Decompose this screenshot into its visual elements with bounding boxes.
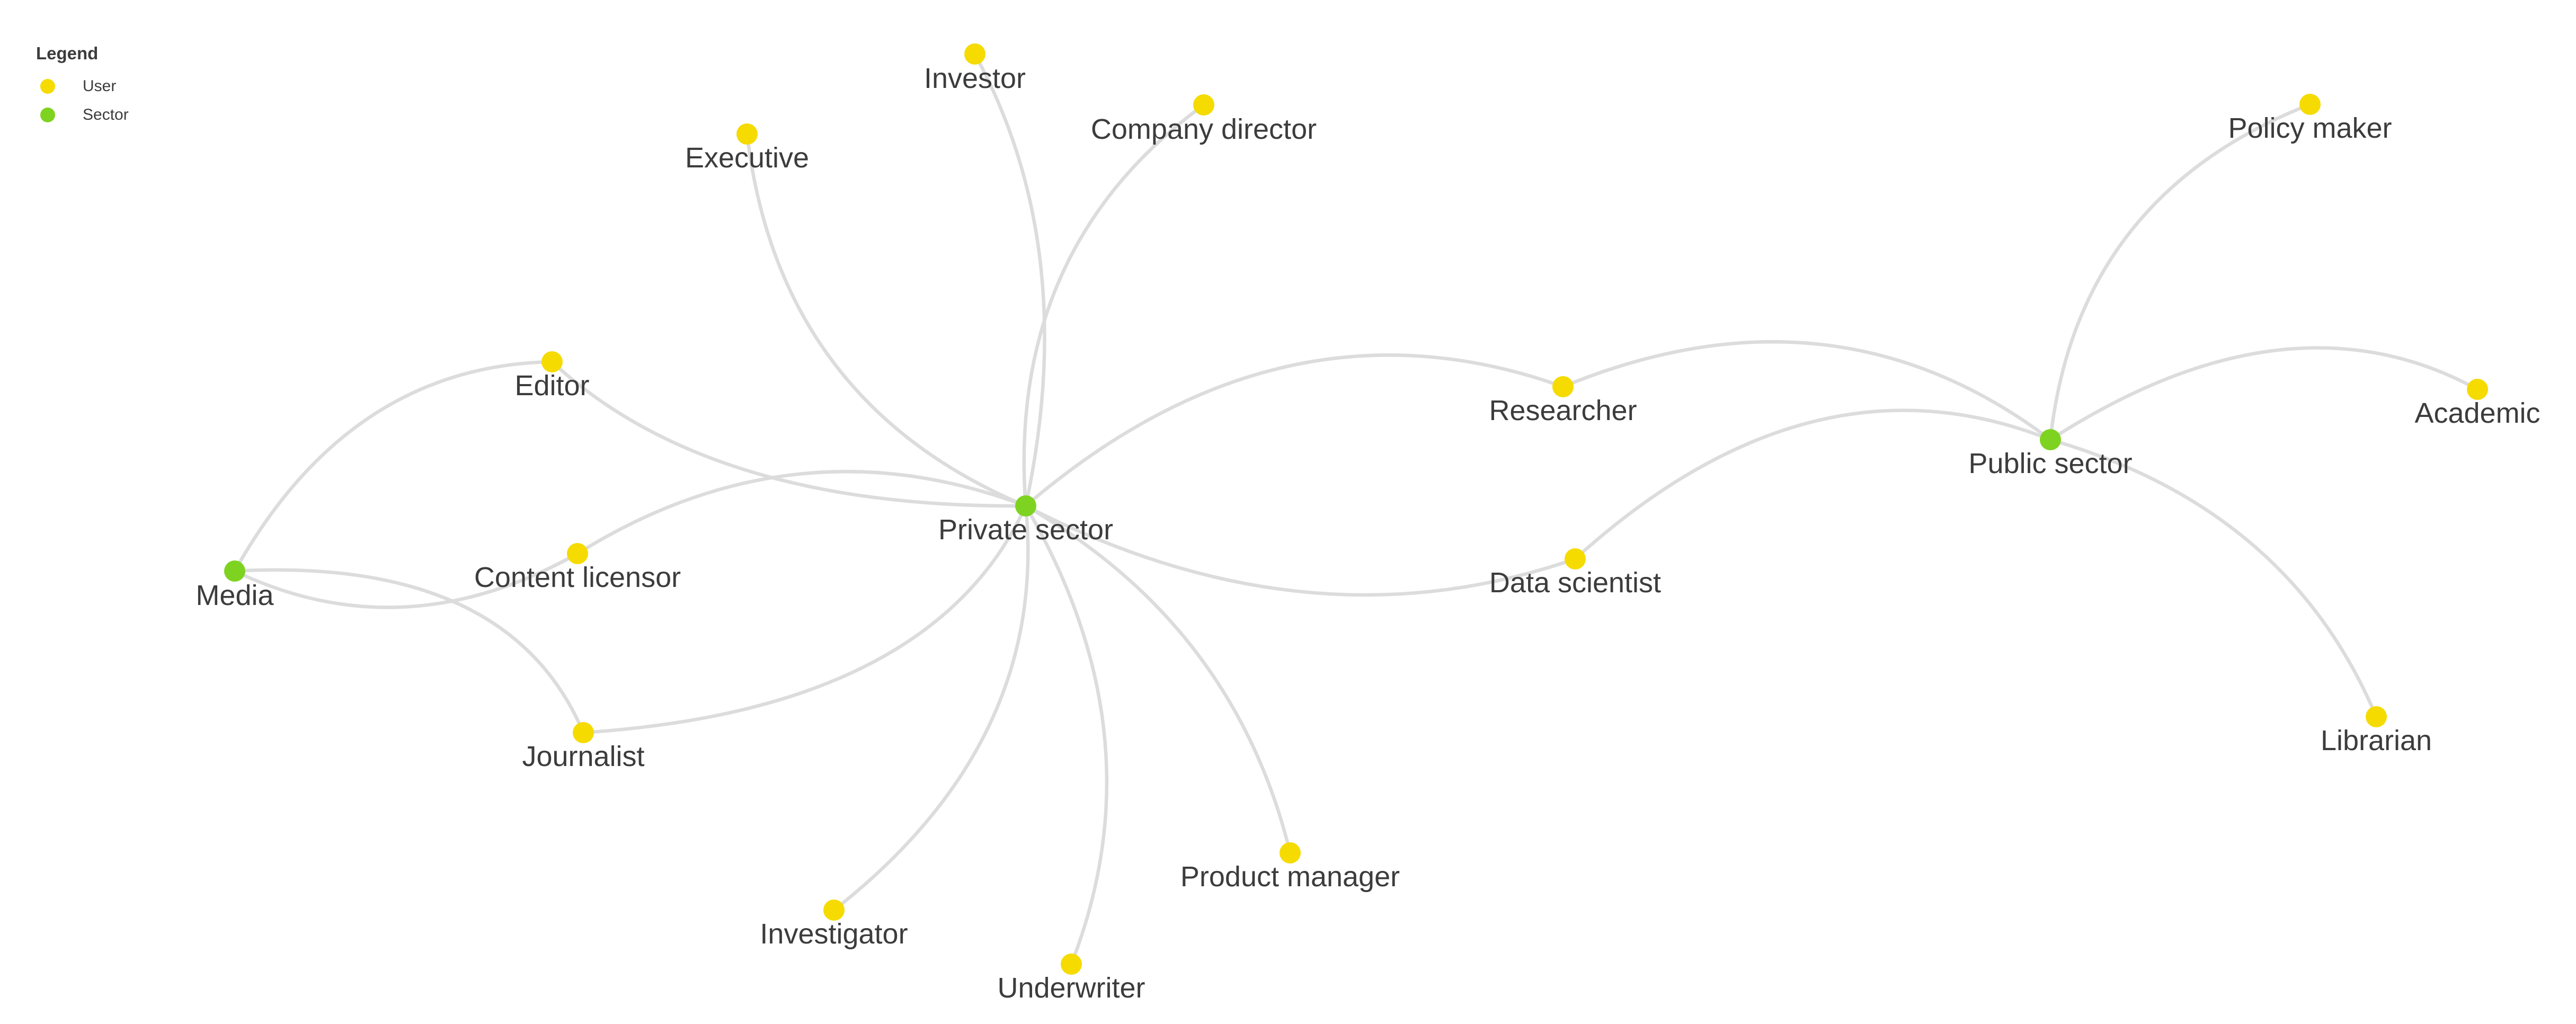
node-investor-label: Investor [924, 63, 1026, 94]
legend-title: Legend [36, 43, 99, 63]
node-librarian-label: Librarian [2321, 725, 2432, 756]
legend: Legend User Sector [36, 43, 129, 129]
node-private-dot[interactable] [1015, 495, 1036, 517]
node-academic[interactable]: Academic [2414, 379, 2541, 429]
node-underwriter-dot[interactable] [1061, 954, 1082, 975]
edge-public-policy-maker [2048, 102, 2311, 440]
node-media-dot[interactable] [224, 560, 245, 582]
node-academic-label: Academic [2414, 397, 2540, 429]
legend-label-user: User [83, 77, 117, 95]
node-underwriter-label: Underwriter [997, 972, 1145, 1004]
node-private[interactable]: Private sector [938, 495, 1113, 546]
edge-media-editor [233, 360, 553, 572]
node-editor-dot[interactable] [541, 351, 563, 372]
node-researcher[interactable]: Researcher [1489, 376, 1637, 426]
edge-public-data-scientist [1574, 408, 2051, 560]
node-content-licensor[interactable]: Content licensor [474, 543, 681, 593]
node-media-label: Media [196, 580, 274, 611]
node-data-scientist[interactable]: Data scientist [1489, 548, 1661, 599]
legend-item-sector: Sector [36, 101, 129, 129]
edge-private-editor [550, 360, 1026, 508]
node-investor-dot[interactable] [964, 43, 985, 65]
edge-private-content-licensor [576, 469, 1027, 555]
legend-label-sector: Sector [83, 106, 129, 123]
sector-dot-icon [40, 108, 55, 122]
edge-media-journalist [234, 568, 585, 734]
node-public[interactable]: Public sector [1968, 429, 2133, 479]
node-executive[interactable]: Executive [685, 123, 809, 174]
node-underwriter[interactable]: Underwriter [997, 954, 1145, 1004]
node-content-licensor-label: Content licensor [474, 562, 681, 593]
edge-private-investigator [832, 505, 1030, 912]
node-executive-label: Executive [685, 142, 809, 174]
node-media[interactable]: Media [196, 560, 274, 611]
node-investigator[interactable]: Investigator [760, 900, 908, 950]
user-dot-icon [40, 79, 55, 94]
node-editor[interactable]: Editor [514, 351, 590, 402]
node-product-manager-label: Product manager [1180, 861, 1400, 893]
node-public-dot[interactable] [2040, 429, 2061, 450]
node-content-licensor-dot[interactable] [567, 543, 588, 564]
edge-public-academic [2049, 346, 2479, 441]
node-data-scientist-dot[interactable] [1565, 548, 1586, 569]
edge-private-product-manager [1025, 504, 1292, 853]
node-librarian-dot[interactable] [2366, 706, 2387, 727]
node-company-director[interactable]: Company director [1091, 94, 1317, 145]
node-data-scientist-label: Data scientist [1489, 567, 1661, 599]
edge-private-company-director [1022, 103, 1205, 506]
node-researcher-label: Researcher [1489, 395, 1637, 426]
edge-layer [233, 53, 2479, 965]
node-policy-maker[interactable]: Policy maker [2228, 94, 2392, 144]
node-librarian[interactable]: Librarian [2321, 706, 2432, 756]
node-private-label: Private sector [938, 514, 1113, 546]
edge-private-underwriter [1024, 505, 1109, 965]
node-public-label: Public sector [1968, 448, 2132, 479]
edge-public-librarian [2050, 438, 2378, 718]
node-product-manager[interactable]: Product manager [1180, 842, 1400, 893]
edge-public-researcher [1562, 340, 2051, 441]
node-journalist-label: Journalist [522, 741, 644, 772]
node-researcher-dot[interactable] [1552, 376, 1574, 397]
node-investigator-dot[interactable] [823, 900, 845, 921]
node-investigator-label: Investigator [760, 918, 908, 950]
edge-private-researcher [1024, 353, 1564, 507]
edge-private-investor [973, 53, 1046, 506]
node-policy-maker-dot[interactable] [2299, 94, 2321, 115]
node-product-manager-dot[interactable] [1280, 842, 1301, 863]
node-company-director-dot[interactable] [1193, 94, 1214, 115]
edge-private-data-scientist [1025, 504, 1576, 597]
node-executive-dot[interactable] [736, 123, 758, 145]
edge-media-content-licensor [234, 552, 579, 609]
node-academic-dot[interactable] [2467, 379, 2488, 400]
edge-private-journalist [583, 505, 1027, 735]
legend-item-user: User [36, 72, 129, 101]
node-policy-maker-label: Policy maker [2228, 112, 2392, 144]
node-editor-label: Editor [514, 370, 589, 402]
node-company-director-label: Company director [1091, 113, 1317, 145]
edge-private-executive [745, 133, 1027, 507]
node-investor[interactable]: Investor [924, 43, 1026, 94]
node-journalist[interactable]: Journalist [522, 722, 645, 772]
node-journalist-dot[interactable] [573, 722, 594, 743]
